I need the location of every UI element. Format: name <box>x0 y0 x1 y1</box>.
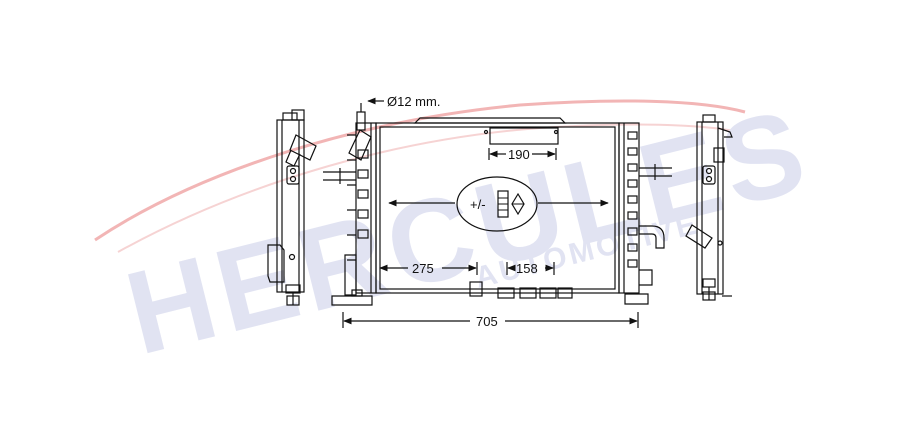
dimension-tube-diameter: Ø12 mm. <box>387 94 440 109</box>
right-side-view <box>685 114 733 301</box>
plus-minus-label: +/- <box>470 197 486 212</box>
dimension-158: 158 <box>516 261 538 276</box>
core-variation-symbol: +/- <box>456 176 538 232</box>
right-tank-ribs <box>627 131 638 268</box>
watermark: HERCULES AUTOMOTIVE <box>94 84 823 381</box>
dimension-lines <box>342 97 639 328</box>
dimension-705: 705 <box>476 314 498 329</box>
watermark-swoosh <box>94 99 746 242</box>
left-tank-ribs <box>357 149 369 239</box>
watermark-brand: HERCULES <box>114 84 822 381</box>
left-side-view <box>267 109 317 306</box>
radiator-front-view <box>323 111 672 306</box>
bottom-connectors <box>469 281 573 299</box>
dimension-275: 275 <box>412 261 434 276</box>
dimension-190: 190 <box>508 147 530 162</box>
fin-icon <box>511 192 525 216</box>
